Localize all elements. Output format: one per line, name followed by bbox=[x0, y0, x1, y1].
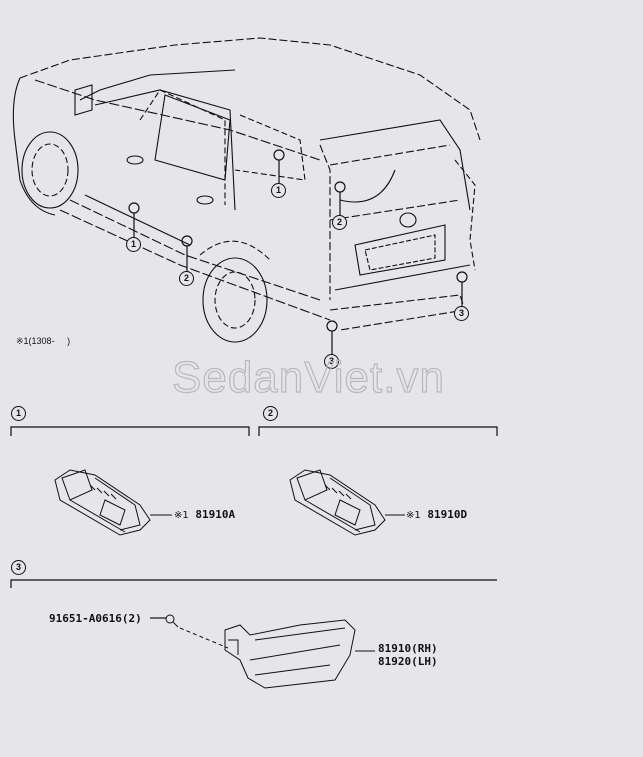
group-2-callout[interactable]: 2 bbox=[263, 406, 278, 421]
callout-2-back-door[interactable]: 2 bbox=[332, 215, 347, 230]
callout-2-rear-door[interactable]: 2 bbox=[179, 271, 194, 286]
watermark: SedanViet.vn bbox=[171, 352, 445, 402]
courtesy-lamp-1-icon bbox=[54, 469, 172, 536]
note-text: (1308- ) bbox=[28, 336, 71, 346]
group-1-callout[interactable]: 1 bbox=[11, 406, 26, 421]
callout-1-front-door[interactable]: 1 bbox=[126, 237, 141, 252]
callout-3-bumper-right[interactable]: 3 bbox=[454, 306, 469, 321]
production-note: ※1(1308- ) bbox=[16, 336, 70, 347]
callout-3-bumper-left[interactable]: 3 bbox=[324, 354, 339, 369]
screw-icon bbox=[150, 614, 229, 649]
courtesy-lamp-2-icon bbox=[289, 469, 405, 536]
part-label-81910-rh[interactable]: 81910(RH) bbox=[378, 642, 438, 655]
part-label-81910A[interactable]: ※1 81910A bbox=[174, 508, 236, 521]
part-label-screw[interactable]: 91651-A0616(2) bbox=[49, 612, 142, 625]
rear-reflector-lamp-icon bbox=[224, 619, 375, 689]
callout-1-rear-door[interactable]: 1 bbox=[271, 183, 286, 198]
note-symbol: ※1 bbox=[16, 336, 29, 346]
group-3-callout[interactable]: 3 bbox=[11, 560, 26, 575]
part-label-81920-lh[interactable]: 81920(LH) bbox=[378, 655, 438, 668]
part-label-81910D[interactable]: ※1 81910D bbox=[406, 508, 468, 521]
